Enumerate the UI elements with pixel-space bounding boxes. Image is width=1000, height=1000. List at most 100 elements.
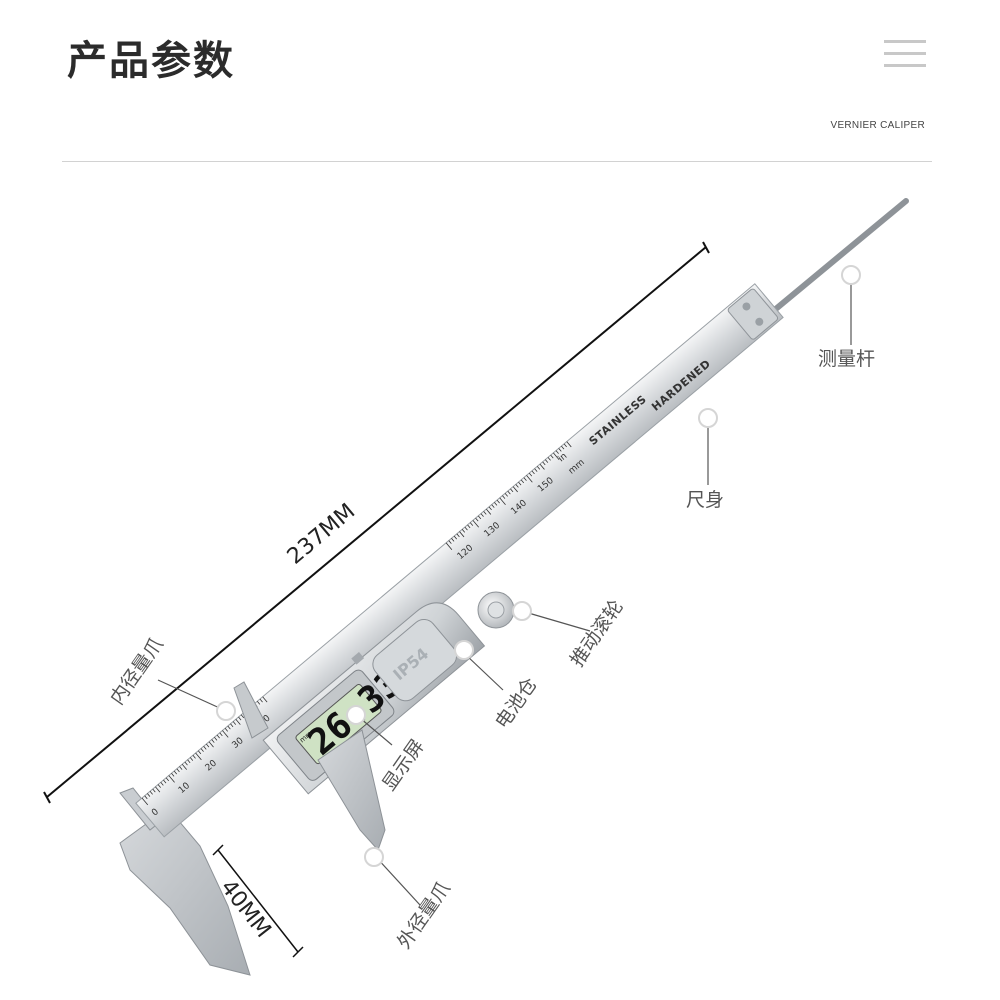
scale-graduation (155, 786, 161, 793)
scale-graduation (547, 457, 551, 461)
scale-graduation (488, 506, 492, 511)
scale-graduation (211, 739, 215, 743)
lock-screw (351, 652, 365, 665)
scale-graduation (515, 484, 519, 488)
menu-icon[interactable] (884, 40, 926, 68)
scale-graduation (464, 526, 468, 531)
scale-graduation (147, 793, 151, 797)
scale-graduation (152, 788, 156, 793)
scale-graduation (491, 504, 495, 508)
scale-graduation (526, 475, 533, 483)
scale-graduation (507, 490, 511, 495)
scale-graduation (208, 741, 214, 748)
callout-markers (216, 265, 861, 867)
scale-graduation (483, 511, 487, 515)
scale-graduation (224, 728, 228, 732)
scale-graduation (192, 755, 196, 759)
scale-graduation (189, 757, 194, 761)
depth-rod (757, 198, 909, 325)
scale-graduation (197, 750, 202, 755)
scale-graduation (214, 737, 218, 741)
label-battery: 电池仓 (491, 674, 542, 733)
scale-graduation (477, 515, 482, 520)
scale-graduation (528, 472, 533, 477)
scale-graduation (240, 714, 245, 719)
scale-graduation (230, 723, 234, 728)
label-outer-jaw: 外径量爪 (393, 878, 455, 953)
scale-graduation (475, 517, 479, 522)
scale-graduation (539, 463, 545, 470)
marker-inner-jaw (216, 701, 236, 721)
scale-graduation (563, 443, 567, 448)
scale-graduation (510, 488, 514, 493)
scale-graduation (448, 540, 452, 544)
marker-display (346, 705, 366, 725)
marker-depth-rod (841, 265, 861, 285)
scale-tick-0: 0 (150, 807, 161, 819)
scale-graduation (461, 529, 466, 533)
length-label: 237MM (283, 499, 360, 570)
header-divider (62, 161, 932, 162)
marker-outer-jaw (364, 847, 384, 867)
scale-graduation (459, 531, 465, 538)
scale-graduation (504, 493, 508, 497)
scale-graduation (456, 533, 460, 538)
scale-graduation (561, 445, 565, 450)
scale-graduation (520, 479, 525, 484)
scale-graduation (558, 448, 562, 452)
scale-graduation (238, 716, 242, 721)
scale-graduation (496, 499, 500, 504)
scale-graduation (219, 732, 223, 737)
scale-graduation (163, 779, 167, 784)
scale-graduation (453, 535, 458, 540)
label-display: 显示屏 (378, 736, 429, 795)
scale-graduation (486, 508, 492, 515)
scale-graduation (494, 502, 498, 506)
scale-graduation (536, 466, 541, 470)
scale-graduation (531, 470, 535, 475)
scale-graduation (141, 797, 149, 806)
scale-graduation (195, 752, 202, 761)
scale-graduation (173, 770, 178, 775)
scale-graduation (157, 784, 161, 788)
scale-graduation (480, 513, 484, 517)
label-thumb-roller: 推动滚轮 (566, 596, 628, 671)
jaw-depth-dimension (212, 844, 304, 958)
scale-graduation (467, 524, 471, 529)
scale-graduation (200, 748, 204, 752)
scale-graduation (550, 454, 554, 459)
scale-graduation (165, 777, 169, 782)
page-subtitle: VERNIER CALIPER (830, 120, 925, 131)
scale-graduation (168, 775, 175, 783)
scale-graduation (472, 520, 480, 528)
scale-graduation (206, 743, 210, 748)
scale-graduation (144, 795, 148, 800)
inner-jaw (233, 681, 269, 739)
scale-graduation (259, 698, 263, 703)
scale-graduation (171, 773, 175, 777)
label-depth-rod: 测量杆 (818, 348, 875, 370)
scale-graduation (232, 721, 237, 725)
scale-graduation (184, 761, 188, 766)
scale-graduation (518, 481, 522, 486)
marker-thumb-roller (512, 601, 532, 621)
scale-graduation (523, 477, 527, 481)
ruler-beam: 0 10 20 30 40 120 130 140 150 in mm STAI… (135, 283, 784, 838)
scale-graduation (545, 459, 549, 463)
scale-graduation (512, 486, 518, 493)
scale-graduation (227, 725, 231, 730)
label-ruler-body: 尺身 (686, 489, 724, 511)
scale-graduation (445, 542, 453, 550)
scale-graduation (502, 495, 506, 499)
scale-graduation (555, 450, 559, 454)
marker-battery (454, 640, 474, 660)
length-dimension (43, 241, 710, 804)
scale-graduation (235, 719, 241, 725)
scale-graduation (553, 452, 560, 460)
scale-graduation (187, 759, 191, 764)
scale-graduation (216, 734, 220, 739)
label-inner-jaw: 内径量爪 (106, 634, 168, 709)
page-title: 产品参数 (67, 38, 235, 84)
scale-graduation (160, 781, 164, 786)
